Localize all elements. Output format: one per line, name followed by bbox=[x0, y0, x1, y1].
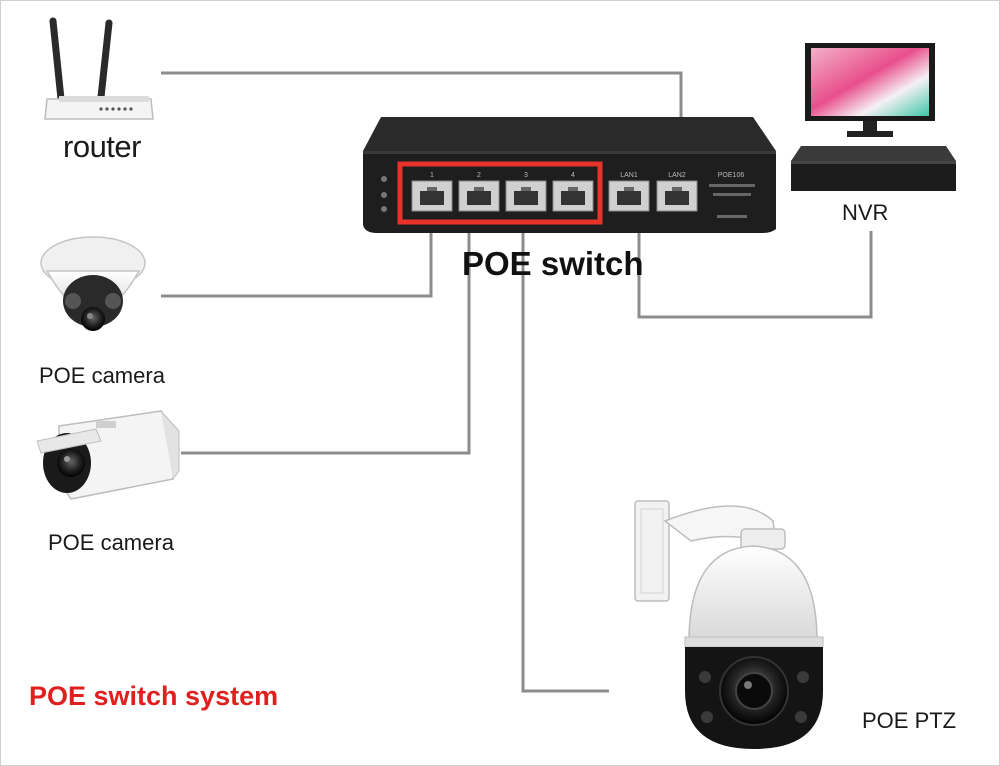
nvr-label: NVR bbox=[842, 200, 889, 225]
cable-bullet-camera bbox=[181, 201, 471, 455]
ptz-label: POE PTZ bbox=[862, 708, 957, 733]
port-label-3: 3 bbox=[524, 172, 528, 179]
port-label-lan1: LAN1 bbox=[620, 172, 638, 179]
ptz-camera-device bbox=[634, 500, 824, 749]
cable-nvr bbox=[637, 201, 873, 319]
poe-switch-device: 1 2 3 4 LAN1 LAN2 POE106 bbox=[363, 117, 776, 233]
cable-ptz bbox=[521, 206, 609, 693]
port-label-1: 1 bbox=[430, 172, 434, 179]
diagram-title: POE switch system bbox=[29, 681, 279, 711]
router-label: router bbox=[63, 129, 141, 164]
port-label-4: 4 bbox=[571, 172, 575, 179]
dome-camera-label: POE camera bbox=[39, 363, 165, 388]
poe-port-block bbox=[397, 161, 603, 225]
monitor-device bbox=[805, 43, 935, 137]
dome-camera-device bbox=[40, 236, 146, 331]
router-device bbox=[44, 17, 154, 120]
bullet-camera-label: POE camera bbox=[48, 530, 174, 555]
bullet-camera-device bbox=[36, 410, 180, 500]
port-label-2: 2 bbox=[477, 172, 481, 179]
switch-label: POE switch bbox=[462, 245, 644, 282]
nvr-device bbox=[791, 146, 956, 191]
switch-model: POE106 bbox=[718, 172, 745, 179]
port-label-lan2: LAN2 bbox=[668, 172, 686, 179]
